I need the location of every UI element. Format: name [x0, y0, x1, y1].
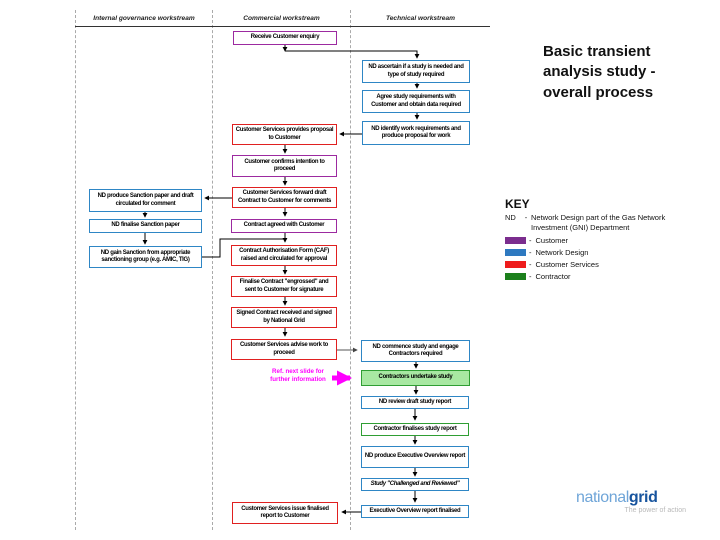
lane-divider-right — [350, 10, 351, 530]
node-nd-identify-work-requirements: ND identify work requirements and produc… — [362, 121, 470, 145]
national-grid-wordmark: nationalgrid — [576, 489, 686, 507]
node-cs-issue-finalised-report: Customer Services issue finalised report… — [232, 502, 338, 524]
key-entry-label: Network Design — [535, 247, 589, 257]
key-nd-definition-row: ND - Network Design part of the Gas Netw… — [505, 213, 717, 233]
network-design-color-swatch — [505, 248, 526, 256]
node-cs-provides-proposal: Customer Services provides proposal to C… — [232, 124, 337, 145]
ref-next-slide-note: Ref. next slide for further information — [270, 368, 326, 384]
node-nd-review-draft-study-report: ND review draft study report — [361, 396, 469, 409]
node-nd-produce-sanction-paper: ND produce Sanction paper and draft circ… — [89, 189, 202, 212]
key-nd-term: ND — [505, 213, 516, 222]
logo-tagline: The power of action — [624, 507, 686, 514]
node-nd-finalise-sanction-paper: ND finalise Sanction paper — [89, 219, 202, 233]
key-nd-dash: - — [524, 213, 528, 222]
logo-national-text: national — [576, 489, 629, 506]
lane-label-commercial: Commercial workstream — [243, 15, 320, 22]
customer-color-swatch — [505, 236, 526, 244]
node-nd-gain-sanction: ND gain Sanction from appropriate sancti… — [89, 246, 202, 268]
node-caf-raised: Contract Authorisation Form (CAF) raised… — [231, 245, 337, 266]
key-entry-label: Customer — [535, 235, 569, 245]
key-legend: KEY ND - Network Design part of the Gas … — [505, 197, 717, 281]
lane-header-rule — [75, 26, 490, 27]
node-contract-agreed: Contract agreed with Customer — [231, 219, 337, 233]
key-entry-label: Contractor — [535, 271, 571, 281]
key-heading: KEY — [505, 197, 530, 211]
key-entry-label: Customer Services — [535, 259, 599, 269]
node-finalise-contract-engrossed: Finalise Contract "engrossed" and sent t… — [231, 276, 337, 297]
key-entry-network-design: - Network Design — [505, 248, 717, 257]
node-signed-contract-received: Signed Contract received and signed by N… — [231, 307, 337, 328]
key-entry-dash: - — [529, 259, 532, 269]
page-title: Basic transient analysis study - overall… — [543, 43, 656, 101]
key-entry-dash: - — [529, 247, 532, 257]
node-contractors-undertake-study: Contractors undertake study — [361, 370, 470, 386]
contractor-color-swatch — [505, 272, 526, 280]
key-entry-customer-services: - Customer Services — [505, 260, 717, 269]
lane-divider-left — [75, 10, 76, 530]
key-entry-customer: - Customer — [505, 236, 717, 245]
node-nd-ascertain-study: ND ascertain if a study is needed and ty… — [362, 60, 470, 83]
key-nd-definition: Network Design part of the Gas Network I… — [531, 213, 666, 232]
lane-divider-middle — [212, 10, 213, 530]
node-customer-confirms-intention: Customer confirms intention to proceed — [232, 155, 337, 177]
key-entry-dash: - — [529, 235, 532, 245]
node-agree-study-requirements: Agree study requirements with Customer a… — [362, 90, 470, 113]
node-nd-commence-study: ND commence study and engage Contractors… — [361, 340, 470, 362]
key-entry-contractor: - Contractor — [505, 272, 717, 281]
node-executive-overview-finalised: Executive Overview report finalised — [361, 505, 469, 518]
lane-label-internal-governance: Internal governance workstream — [93, 15, 195, 22]
national-grid-logo: nationalgrid The power of action — [576, 489, 686, 514]
node-contractor-finalises-study-report: Contractor finalises study report — [361, 423, 469, 436]
node-cs-forward-draft-contract: Customer Services forward draft Contract… — [232, 187, 337, 208]
node-cs-advise-work-to-proceed: Customer Services advise work to proceed — [231, 339, 337, 360]
node-study-challenged-reviewed: Study "Challenged and Reviewed" — [361, 478, 469, 491]
customer-services-color-swatch — [505, 260, 526, 268]
logo-grid-text: grid — [628, 489, 658, 506]
lane-label-technical: Technical workstream — [385, 15, 456, 22]
key-entry-dash: - — [529, 271, 532, 281]
node-nd-produce-executive-overview: ND produce Executive Overview report — [361, 446, 469, 468]
node-receive-customer-enquiry: Receive Customer enquiry — [233, 31, 337, 45]
